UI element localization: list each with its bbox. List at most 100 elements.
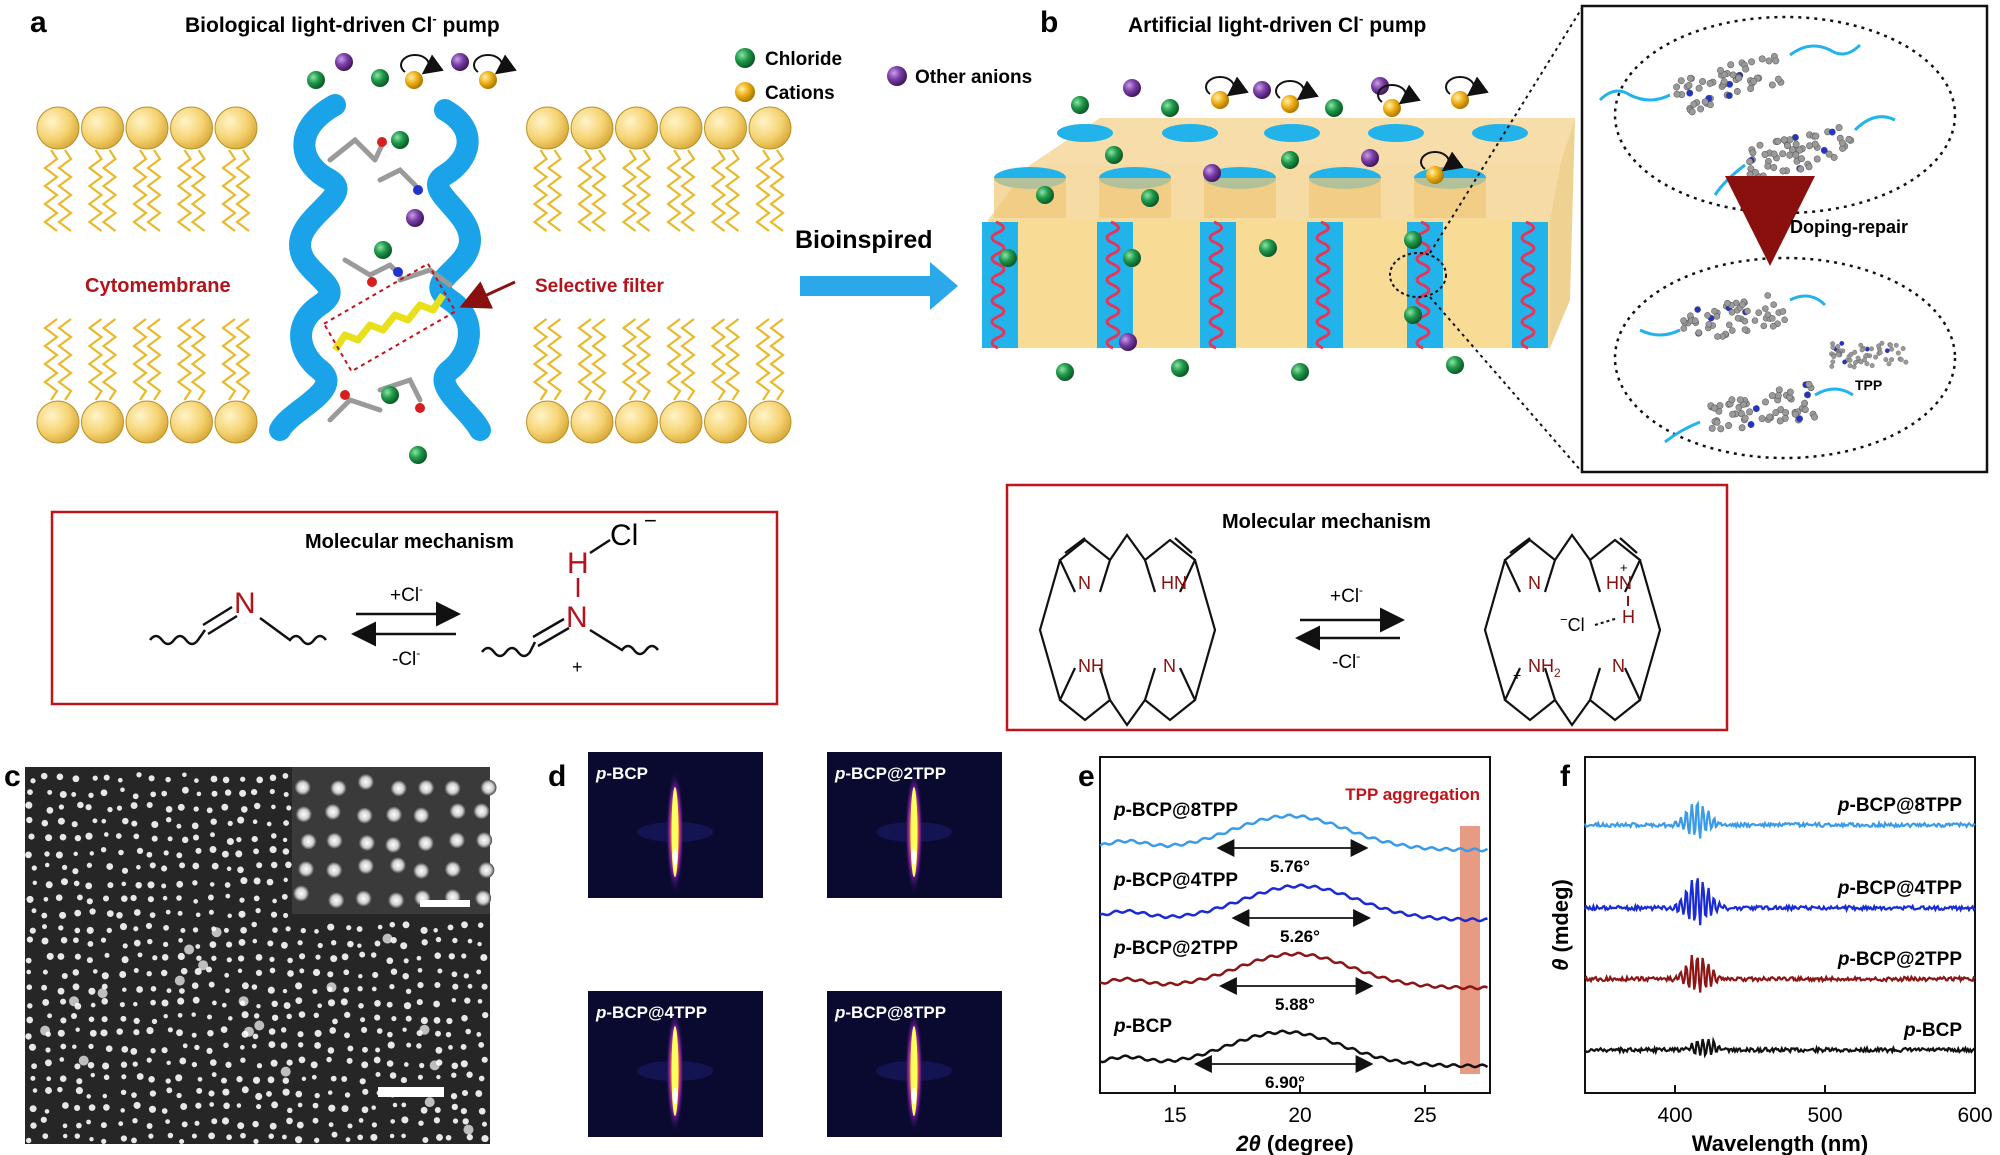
lipid-tail bbox=[57, 149, 73, 232]
atom bbox=[1835, 124, 1843, 132]
sem-particle bbox=[32, 880, 38, 886]
sem-particle bbox=[106, 927, 112, 934]
sem-particle bbox=[167, 1132, 174, 1139]
bond bbox=[1554, 699, 1591, 727]
sem-particle bbox=[165, 776, 171, 783]
sem-particle bbox=[73, 880, 80, 887]
sem-particle bbox=[418, 1120, 424, 1126]
sem-inset-particles bbox=[293, 774, 497, 909]
polymer-tail bbox=[1789, 294, 1827, 307]
sem-particle bbox=[371, 1122, 377, 1128]
sem-particle bbox=[130, 1047, 138, 1055]
atom bbox=[1858, 342, 1864, 348]
sem-particle bbox=[239, 897, 245, 903]
sem-particle bbox=[146, 1057, 152, 1063]
sem-particle bbox=[47, 1013, 53, 1019]
sem-inset-particle bbox=[418, 779, 435, 796]
sem-particle bbox=[30, 778, 36, 784]
legend-chloride-marker bbox=[735, 48, 755, 68]
atom bbox=[1786, 388, 1794, 396]
mechanism-b-title: Molecular mechanism bbox=[1222, 511, 1431, 533]
sem-particle bbox=[160, 969, 168, 977]
sem-particle bbox=[27, 789, 33, 796]
helix-left bbox=[269, 94, 348, 441]
sem-particle bbox=[295, 1090, 303, 1098]
panel-a: a Biological light-driven Cl- pump Selec… bbox=[30, 6, 1032, 706]
lipid-tail bbox=[666, 318, 682, 401]
sem-inset-particle bbox=[357, 858, 374, 875]
porph-left-n1: N bbox=[1078, 573, 1091, 593]
sem-particle bbox=[121, 881, 127, 887]
sem-particle bbox=[226, 957, 232, 963]
y-axis-label-sym: θ bbox=[1548, 959, 1573, 971]
xrd-series-label: p-BCP@2TPP bbox=[1113, 938, 1238, 959]
x-axis-label: 2θ (degree) bbox=[1235, 1131, 1353, 1155]
bond bbox=[1109, 699, 1146, 727]
sem-particle bbox=[62, 1133, 68, 1139]
sem-particle bbox=[180, 1103, 188, 1110]
bond bbox=[1503, 667, 1557, 722]
sem-particle bbox=[389, 1072, 397, 1079]
lipid-head bbox=[36, 400, 80, 444]
sem-inset-particle bbox=[355, 890, 372, 907]
atom bbox=[1673, 83, 1681, 91]
lipid-tail bbox=[680, 318, 696, 401]
atom bbox=[1744, 307, 1751, 315]
lipid-tail bbox=[221, 318, 237, 401]
sem-particle bbox=[237, 955, 245, 962]
sem-particle bbox=[237, 866, 244, 874]
sem-particle bbox=[92, 969, 98, 974]
sem-particle bbox=[166, 988, 172, 994]
bond bbox=[1554, 533, 1591, 561]
pore-top bbox=[1264, 124, 1320, 142]
series-label-rest: -BCP@8TPP bbox=[1126, 800, 1239, 821]
sem-particle bbox=[86, 862, 93, 868]
sem-particle bbox=[191, 1061, 198, 1068]
sem-particle bbox=[222, 776, 230, 784]
sem-particle bbox=[283, 912, 289, 918]
sem-particle bbox=[223, 1042, 229, 1049]
sem-particle bbox=[420, 1017, 428, 1025]
atom bbox=[1772, 409, 1780, 417]
sem-particle bbox=[387, 1041, 395, 1049]
sem-particle bbox=[196, 955, 202, 961]
sem-particle bbox=[228, 1016, 233, 1021]
helix-right bbox=[427, 99, 491, 441]
sem-particle bbox=[179, 988, 185, 994]
sem-particle bbox=[105, 1045, 113, 1053]
x-axis-label-tail: (degree) bbox=[1261, 1131, 1354, 1155]
sem-particle bbox=[344, 1092, 351, 1098]
porph-right-plus2: + bbox=[1513, 667, 1521, 683]
sem-particle bbox=[25, 851, 32, 859]
pore-body bbox=[1204, 178, 1276, 218]
sem-particle bbox=[312, 988, 318, 994]
sem-particle bbox=[26, 1137, 32, 1144]
atom bbox=[1727, 61, 1735, 69]
sem-particle bbox=[102, 895, 110, 902]
series-label-rest: -BCP bbox=[1916, 1020, 1963, 1041]
sem-particle bbox=[137, 952, 143, 958]
sem-particle bbox=[287, 1107, 293, 1114]
sem-particle bbox=[340, 998, 348, 1006]
sem-particle bbox=[256, 1063, 263, 1069]
sem-particle bbox=[283, 1002, 291, 1010]
sem-particle bbox=[59, 791, 67, 798]
sem-particle bbox=[104, 952, 110, 958]
legend-other-marker bbox=[887, 66, 907, 86]
atom bbox=[1695, 329, 1703, 336]
sem-particle bbox=[464, 997, 471, 1004]
sem-particle bbox=[31, 908, 37, 914]
atom bbox=[1836, 352, 1842, 358]
atom bbox=[1735, 74, 1743, 82]
atom bbox=[1766, 413, 1774, 421]
atom bbox=[1717, 66, 1724, 74]
sem-particle bbox=[44, 1109, 50, 1114]
sem-particle bbox=[240, 1132, 246, 1139]
sem-particle bbox=[312, 1102, 319, 1109]
sem-particle bbox=[211, 927, 222, 938]
sem-particle bbox=[75, 1027, 80, 1032]
sem-particle bbox=[136, 1073, 144, 1080]
sem-particle bbox=[400, 1077, 407, 1084]
atom bbox=[1839, 340, 1845, 346]
legend-other-label: Other anions bbox=[915, 67, 1032, 88]
